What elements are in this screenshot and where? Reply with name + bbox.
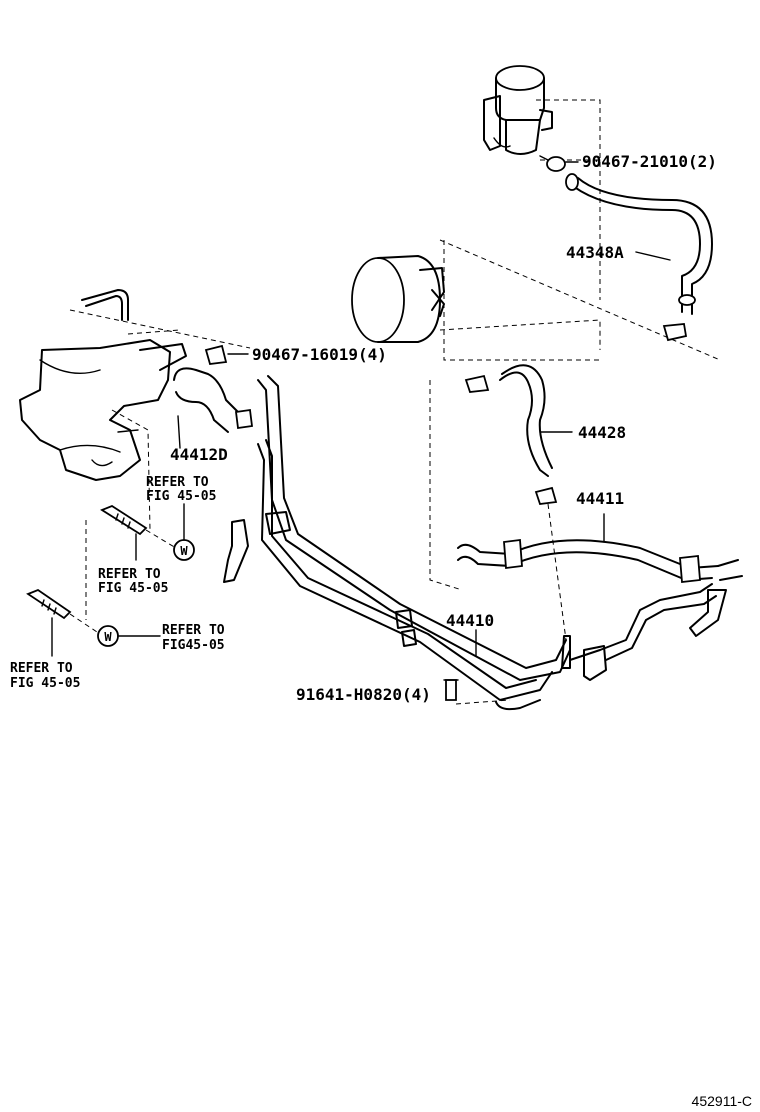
label-44348a: 44348A: [566, 243, 624, 262]
bracket-icon: [583, 645, 607, 681]
refer-note-4-line1: REFER TO: [10, 661, 73, 676]
washer-mark: W: [180, 544, 188, 558]
pipe-right: [569, 559, 743, 661]
bracket-icon: [265, 511, 291, 535]
bolt-icon: [26, 588, 72, 620]
diagram-code: 452911-C: [692, 1093, 752, 1109]
refer-note-2-line2: FIG 45-05: [98, 581, 168, 596]
power-steering-pump: [351, 255, 445, 343]
label-90467-16019: 90467-16019(4): [252, 345, 387, 364]
hose-end-icon: [679, 555, 701, 583]
hose-44428: [499, 364, 553, 477]
reservoir-tank: [483, 65, 553, 155]
guide-pump: [429, 239, 721, 591]
hose-44412d: [173, 367, 239, 433]
hose-clamp-icon: [662, 323, 688, 342]
leader-lines: [51, 161, 671, 657]
hose-clamp-icon: [539, 155, 566, 172]
hose-clamp-icon: [204, 344, 228, 365]
guide-bolt: [455, 699, 511, 705]
hose-end-icon: [503, 538, 523, 570]
steering-gear-box: [19, 339, 187, 481]
refer-note-2-line1: REFER TO: [98, 567, 161, 582]
label-90467-21010: 90467-21010(2): [582, 152, 717, 171]
refer-note-3-line2: FIG45-05: [162, 638, 225, 653]
guide-bolt-left: [69, 529, 177, 635]
label-91641-h0820: 91641-H0820(4): [296, 685, 431, 704]
label-44411: 44411: [576, 489, 624, 508]
pipe-top-left: [81, 289, 129, 321]
label-44410: 44410: [446, 611, 494, 630]
hose-clamp-icon: [534, 486, 558, 505]
bolt-icon: [100, 504, 148, 536]
label-44428: 44428: [578, 423, 626, 442]
refer-note-3-line1: REFER TO: [162, 623, 225, 638]
guide-gear: [69, 309, 251, 620]
hose-clamp-icon: [234, 408, 254, 430]
pipe-44410: [257, 375, 571, 701]
hose-44411: [457, 539, 719, 581]
guide-pump-2: [439, 319, 601, 350]
refer-note-1-line2: FIG 45-05: [146, 489, 216, 504]
hose-clamp-icon: [464, 374, 490, 393]
hose-end-icon: [565, 173, 579, 191]
bracket-icon: [495, 699, 541, 711]
bracket-icon: [689, 589, 727, 637]
bracket-icon: [395, 609, 417, 647]
washer-icon: W: [97, 625, 119, 647]
washer-icon: W: [173, 539, 195, 561]
label-44412d: 44412D: [170, 445, 228, 464]
refer-note-1-line1: REFER TO: [146, 475, 209, 490]
hose-end-icon: [678, 294, 696, 306]
pipe-end-icon: [561, 635, 571, 669]
refer-note-4-line2: FIG 45-05: [10, 676, 80, 691]
hose-44348a: [567, 177, 713, 315]
bracket-icon: [223, 519, 249, 583]
guide-clamp: [547, 503, 567, 641]
washer-mark: W: [104, 630, 112, 644]
bolt-icon: [443, 679, 459, 701]
